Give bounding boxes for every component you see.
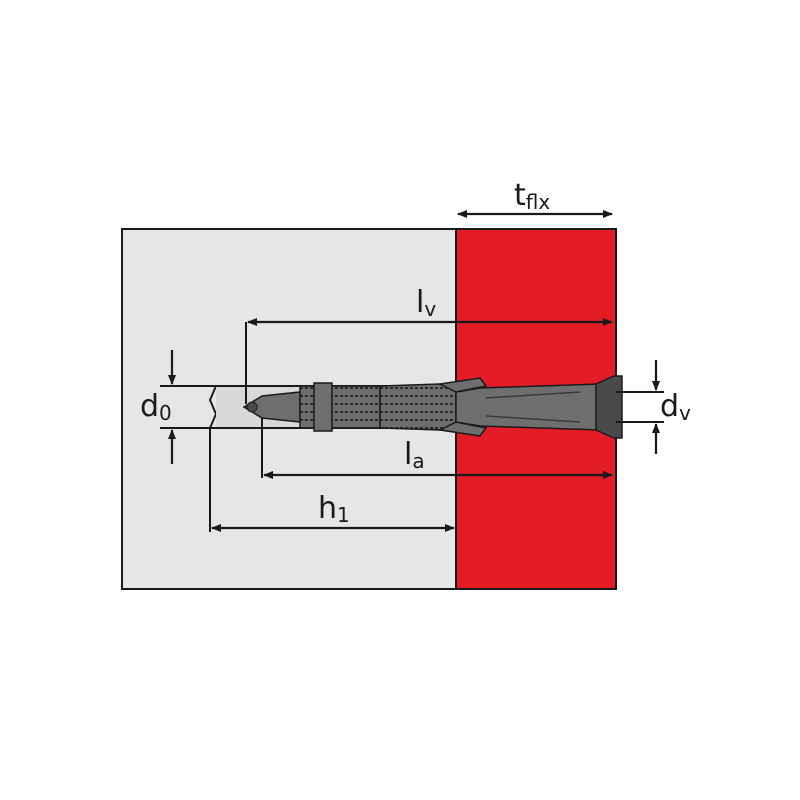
- svg-text:lv: lv: [416, 285, 436, 321]
- dimension-l-v: lv: [245, 285, 613, 404]
- dimension-d-v: dv: [616, 360, 691, 454]
- l-a-label: l: [404, 437, 412, 472]
- l-v-label: l: [416, 285, 424, 320]
- dimension-l-a: la: [261, 418, 613, 479]
- d-v-subscript: v: [679, 401, 691, 425]
- d-0-label: d: [140, 389, 159, 424]
- h-1-label: h: [318, 491, 337, 526]
- l-v-subscript: v: [424, 297, 436, 321]
- anchor-body: [242, 375, 623, 439]
- dimension-t-flx: tflx: [457, 178, 613, 218]
- dimension-d-0: d0: [140, 350, 212, 464]
- dimension-h-1: h1: [209, 428, 455, 532]
- d-v-label: d: [660, 389, 679, 424]
- svg-text:dv: dv: [660, 389, 691, 425]
- svg-text:la: la: [404, 437, 425, 473]
- l-a-subscript: a: [412, 449, 424, 473]
- svg-text:tflx: tflx: [514, 178, 550, 214]
- svg-text:h1: h1: [318, 491, 350, 527]
- svg-text:d0: d0: [140, 389, 172, 425]
- d-0-subscript: 0: [159, 401, 172, 425]
- h-1-subscript: 1: [337, 503, 350, 527]
- t-flx-subscript: flx: [526, 190, 551, 214]
- t-flx-label: t: [514, 178, 526, 213]
